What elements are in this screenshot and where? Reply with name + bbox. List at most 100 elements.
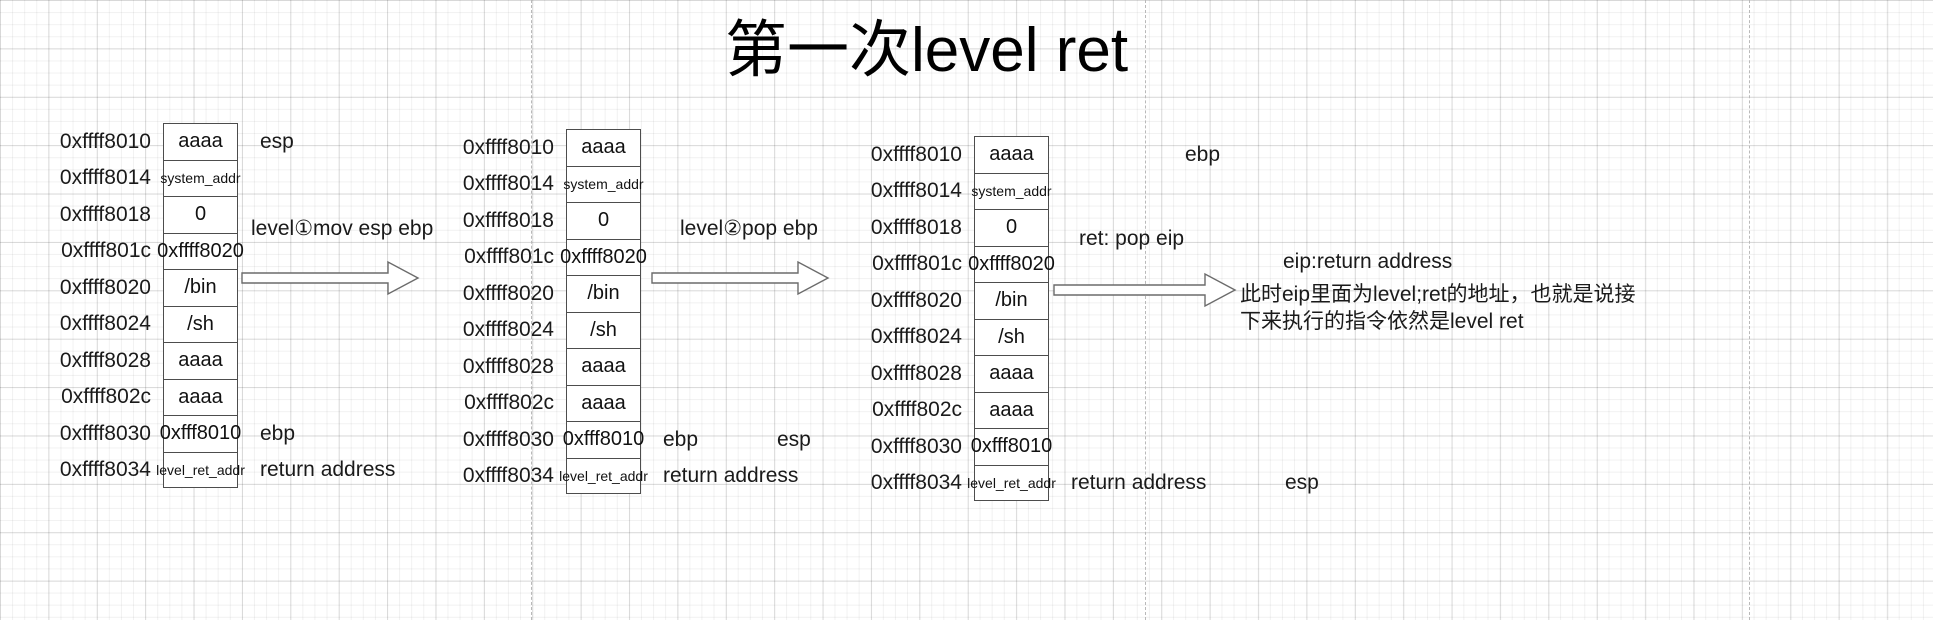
address-label: 0xffff8018	[870, 215, 962, 239]
address-label: 0xffff8034	[870, 471, 962, 495]
stack-cell[interactable]: /bin	[163, 269, 238, 306]
stack-cell[interactable]: level_ret_addr	[559, 457, 648, 494]
stack-diagram-2: 0xffff8010 aaaa 0xffff8014 system_addr 0…	[463, 129, 811, 494]
address-label: 0xffff8028	[462, 354, 554, 378]
stack-cell[interactable]: 0xfff8010	[971, 428, 1052, 465]
stack-row: 0xffff8034 level_ret_addr return address	[60, 451, 395, 488]
address-label: 0xffff8028	[870, 361, 962, 385]
transition-arrow-3	[1053, 272, 1237, 308]
stack-row: 0xffff8020 /bin	[463, 275, 641, 312]
register-label-ebp: ebp	[1185, 142, 1221, 166]
stack-cell[interactable]: aaaa	[163, 342, 238, 379]
stack-row: 0xffff8018 0	[60, 196, 238, 233]
address-label: 0xffff8010	[462, 135, 554, 159]
stack-row: 0xffff802c aaaa	[464, 384, 641, 421]
stack-row: 0xffff8024 /sh	[463, 311, 641, 348]
stack-cell-selected[interactable]: 0	[163, 196, 238, 233]
address-label: 0xffff8034	[59, 458, 151, 482]
transition-arrow-2	[651, 260, 830, 296]
stack-cell[interactable]: 0xfff8010	[160, 415, 241, 452]
address-label: 0xffff8014	[870, 179, 962, 203]
address-label: 0xffff8010	[870, 142, 962, 166]
stack-cell[interactable]: system_addr	[160, 159, 241, 196]
address-label: 0xffff801c	[872, 252, 962, 276]
stack-cell[interactable]: system_addr	[563, 165, 644, 202]
stack-diagram-1: 0xffff8010 aaaa esp 0xffff8014 system_ad…	[60, 123, 395, 488]
transition-label-1: level①mov esp ebp	[251, 217, 434, 240]
register-label-esp: esp	[1285, 471, 1319, 495]
address-label: 0xffff801c	[464, 245, 554, 269]
stack-row: 0xffff8028 aaaa	[60, 342, 238, 379]
stack-row: 0xffff8018 0	[463, 202, 641, 239]
stack-row: 0xffff8018 0	[871, 209, 1049, 246]
address-label: 0xffff801c	[61, 239, 151, 263]
return-address-label: return address	[1071, 471, 1207, 495]
stack-cell[interactable]: aaaa	[974, 391, 1049, 428]
page-break-line-2	[1145, 0, 1146, 620]
stack-cell[interactable]: /sh	[974, 318, 1049, 355]
stack-cell[interactable]: level_ret_addr	[967, 464, 1056, 501]
stack-row: 0xffff8028 aaaa	[871, 355, 1049, 392]
address-label: 0xffff8014	[59, 166, 151, 190]
address-label: 0xffff8018	[462, 208, 554, 232]
stack-cell[interactable]: 0xffff8020	[560, 238, 647, 275]
address-label: 0xffff802c	[464, 391, 554, 415]
stack-row: 0xffff8030 0xfff8010	[871, 428, 1052, 465]
address-label: 0xffff802c	[61, 385, 151, 409]
register-label-esp: esp	[260, 129, 294, 153]
stack-row: 0xffff8010 aaaa esp	[60, 123, 294, 160]
address-label: 0xffff8020	[59, 275, 151, 299]
transition-arrow-1	[241, 260, 420, 296]
stack-cell[interactable]: /sh	[163, 305, 238, 342]
address-label: 0xffff8020	[870, 288, 962, 312]
stack-cell[interactable]: 0xffff8020	[968, 245, 1055, 282]
stack-cell[interactable]: aaaa	[974, 136, 1049, 173]
page-break-line-3	[1749, 0, 1750, 620]
stack-cell[interactable]: 0xfff8010	[563, 421, 644, 458]
address-label: 0xffff8024	[462, 318, 554, 342]
stack-row: 0xffff8030 0xfff8010 ebp esp	[463, 421, 811, 458]
stack-cell[interactable]: 0	[974, 209, 1049, 246]
transition-label-2: level②pop ebp	[680, 217, 818, 240]
return-address-label: return address	[260, 458, 396, 482]
eip-return-address-label: eip:return address	[1283, 250, 1453, 273]
stack-row: 0xffff8028 aaaa	[463, 348, 641, 385]
address-label: 0xffff8024	[870, 325, 962, 349]
address-label: 0xffff8010	[59, 129, 151, 153]
stack-cell[interactable]: aaaa	[163, 123, 238, 160]
stack-row: 0xffff801c 0xffff8020	[61, 232, 244, 269]
stack-row: 0xffff801c 0xffff8020	[872, 245, 1055, 282]
explanation-note: 此时eip里面为level;ret的地址，也就是说接下来执行的指令依然是leve…	[1240, 283, 1636, 333]
stack-cell[interactable]: aaaa	[566, 129, 641, 166]
address-label: 0xffff8034	[462, 464, 554, 488]
stack-cell[interactable]: aaaa	[974, 355, 1049, 392]
address-label: 0xffff8018	[59, 202, 151, 226]
register-label-ebp: ebp	[260, 421, 296, 445]
address-label: 0xffff8014	[462, 172, 554, 196]
stack-cell[interactable]: 0xffff8020	[157, 232, 244, 269]
address-label: 0xffff8030	[59, 421, 151, 445]
stack-row: 0xffff802c aaaa	[872, 391, 1049, 428]
stack-cell[interactable]: aaaa	[566, 348, 641, 385]
stack-cell[interactable]: /bin	[566, 275, 641, 312]
stack-row: 0xffff8024 /sh	[60, 305, 238, 342]
stack-row: 0xffff8030 0xfff8010 ebp	[60, 415, 295, 452]
address-label: 0xffff8030	[462, 427, 554, 451]
stack-row: 0xffff802c aaaa	[61, 378, 238, 415]
stack-cell[interactable]: /bin	[974, 282, 1049, 319]
stack-row: 0xffff8010 aaaa ebp	[871, 136, 1220, 173]
stack-cell[interactable]: system_addr	[971, 172, 1052, 209]
stack-cell[interactable]: level_ret_addr	[156, 451, 245, 488]
stack-row: 0xffff8014 system_addr	[871, 172, 1052, 209]
stack-cell[interactable]: /sh	[566, 311, 641, 348]
stack-row: 0xffff8014 system_addr	[60, 159, 241, 196]
stack-cell[interactable]: aaaa	[163, 378, 238, 415]
stack-row: 0xffff8020 /bin	[871, 282, 1049, 319]
address-label: 0xffff8020	[462, 281, 554, 305]
address-label: 0xffff8024	[59, 312, 151, 336]
stack-row: 0xffff8024 /sh	[871, 318, 1049, 355]
stack-cell[interactable]: aaaa	[566, 384, 641, 421]
stack-row: 0xffff8020 /bin	[60, 269, 238, 306]
stack-cell[interactable]: 0	[566, 202, 641, 239]
